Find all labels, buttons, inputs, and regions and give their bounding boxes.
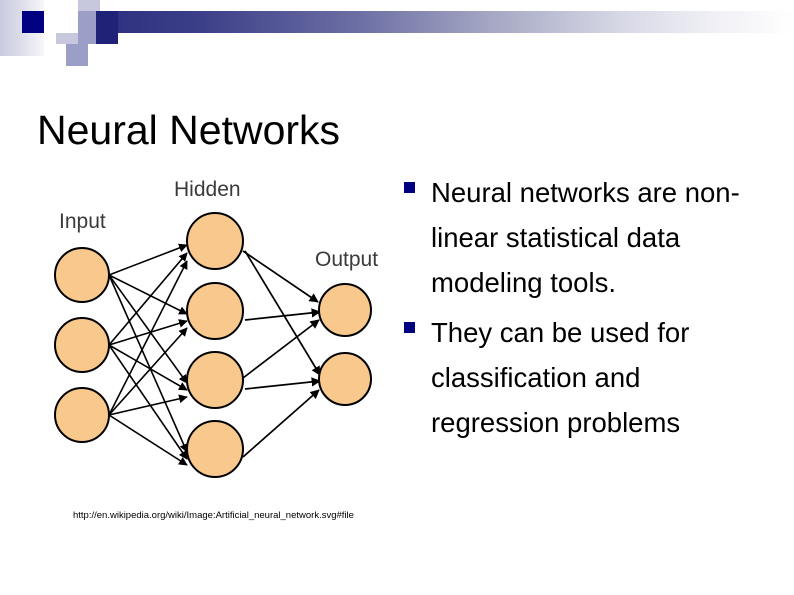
banner-square-mid-2	[78, 33, 100, 44]
banner-gradient-bar	[96, 11, 794, 33]
diagram-label-output: Output	[315, 248, 378, 271]
square-bullet-icon	[404, 322, 415, 333]
bullet-item-1: Neural networks are non-linear statistic…	[404, 170, 776, 305]
diagram-label-hidden: Hidden	[174, 178, 241, 201]
square-bullet-icon	[404, 182, 415, 193]
slide-header-banner	[0, 0, 794, 66]
edges-input-to-hidden	[108, 243, 188, 466]
source-url-caption: http://en.wikipedia.org/wiki/Image:Artif…	[73, 510, 354, 521]
edges-hidden-to-output	[242, 250, 321, 458]
hidden-layer-nodes	[186, 212, 244, 478]
banner-gap-white-2	[56, 0, 78, 11]
banner-gap-white-4	[88, 44, 118, 56]
bullet-item-1-text: Neural networks are non-linear statistic…	[431, 177, 740, 298]
bullet-list: Neural networks are non-linear statistic…	[404, 170, 776, 450]
banner-square-light-1	[78, 0, 100, 11]
banner-gap-white-3	[56, 11, 78, 33]
node-input-2	[54, 317, 110, 373]
banner-square-deep	[96, 11, 118, 44]
page-title: Neural Networks	[37, 107, 341, 154]
node-hidden-2	[186, 282, 244, 340]
node-input-3	[54, 387, 110, 443]
neural-network-diagram: Input Hidden Output	[32, 165, 392, 495]
node-input-1	[54, 247, 110, 303]
banner-square-light-2	[56, 33, 78, 44]
diagram-label-input: Input	[59, 210, 106, 233]
node-hidden-3	[186, 351, 244, 409]
banner-square-mid-3	[66, 44, 88, 66]
input-layer-nodes	[54, 247, 110, 443]
banner-gap-white-1	[44, 0, 56, 56]
node-output-1	[318, 283, 372, 337]
bullet-item-2: They can be used for classification and …	[404, 310, 776, 445]
output-layer-nodes	[318, 283, 372, 406]
banner-square-mid-1	[78, 11, 100, 33]
bullet-item-2-text: They can be used for classification and …	[431, 317, 690, 438]
node-output-2	[318, 352, 372, 406]
node-hidden-1	[186, 212, 244, 270]
node-hidden-4	[186, 420, 244, 478]
banner-square-navy	[22, 11, 44, 33]
